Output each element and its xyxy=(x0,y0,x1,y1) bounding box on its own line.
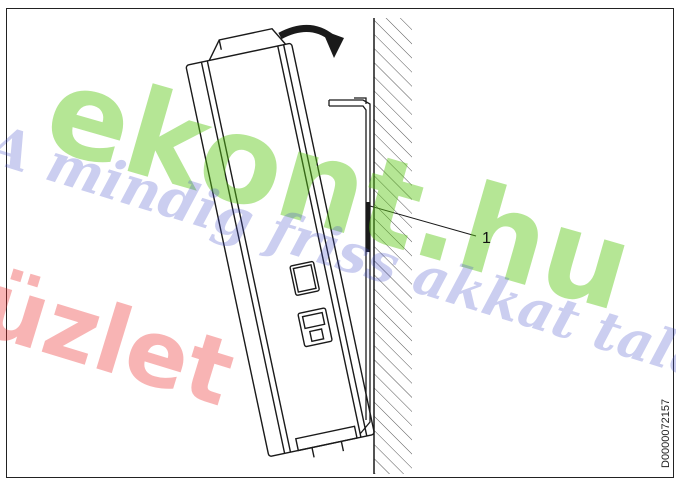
callout-leader-line xyxy=(369,205,477,237)
wall-bracket xyxy=(328,97,371,435)
document-id: D0000072157 xyxy=(660,398,672,468)
appliance xyxy=(185,27,375,458)
curved-arrow-right-down-icon xyxy=(278,25,344,58)
callout-label: 1 xyxy=(482,230,491,247)
wall xyxy=(373,18,412,474)
